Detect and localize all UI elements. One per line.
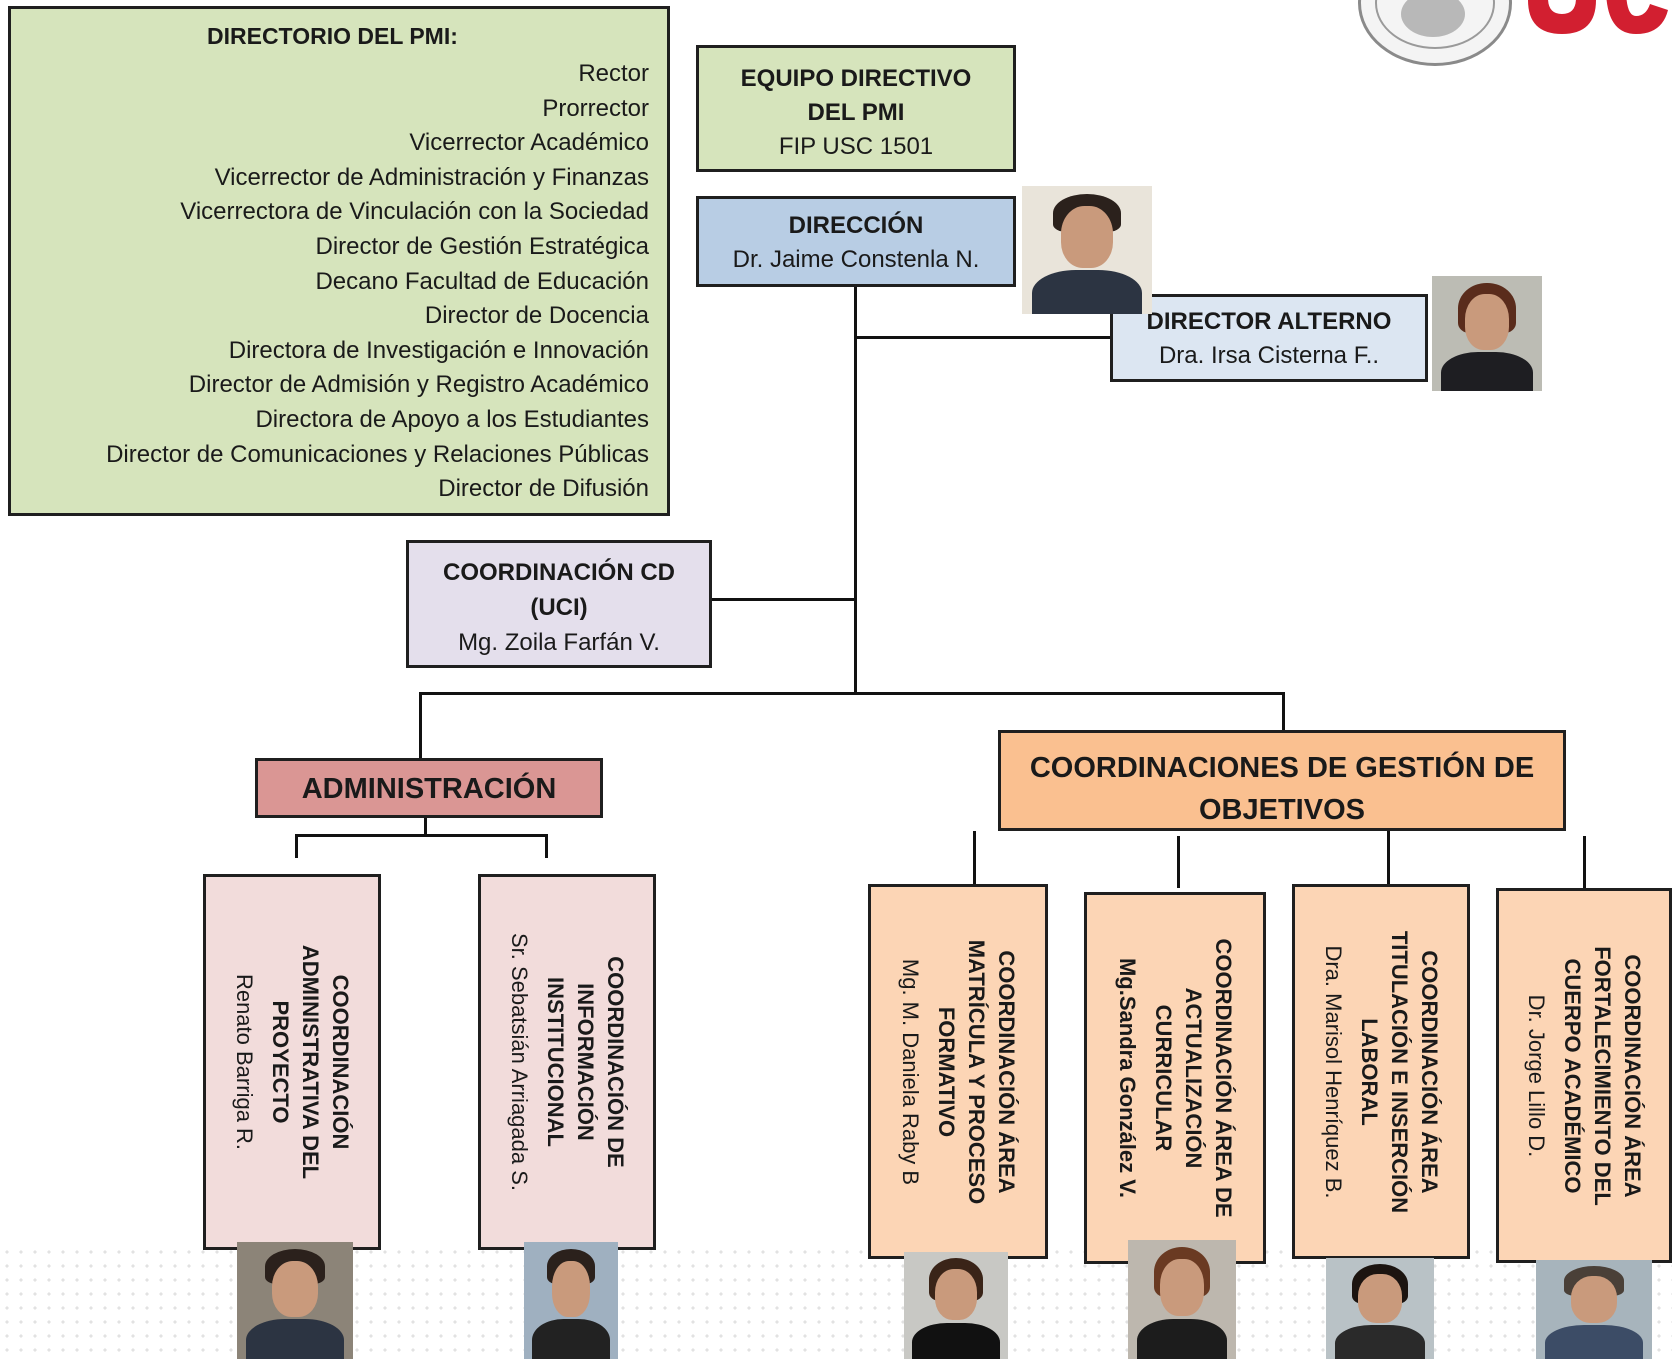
person-photo <box>904 1252 1008 1359</box>
connector <box>973 831 976 885</box>
connector <box>855 336 1112 339</box>
unit-title-line: COORDINACIÓN ÁREA <box>994 949 1019 1194</box>
unit-title-line: ACTUALIZACIÓN <box>1181 987 1206 1169</box>
connector <box>295 834 548 837</box>
equipo-title-line: DEL PMI <box>807 99 905 126</box>
unit-person-name: Mg.Sandra González V. <box>1115 957 1140 1199</box>
coordinacion-cd-subtitle: (UCI) <box>530 594 588 621</box>
equipo-title-line: EQUIPO DIRECTIVO <box>740 65 972 92</box>
unit-person-name: Dr. Jorge Lillo D. <box>1524 994 1549 1157</box>
person-photo <box>237 1242 353 1359</box>
directorio-member: Director de Docencia <box>424 302 649 330</box>
directorio-member: Vicerrectora de Vinculación con la Socie… <box>180 198 649 226</box>
unit-box-titulacion: COORDINACIÓN ÁREA TITULACIÓN E INSERCIÓN… <box>1292 884 1470 1259</box>
unit-title-line: COORDINACIÓN DE <box>603 956 628 1168</box>
unit-box-matricula: COORDINACIÓN ÁREA MATRÍCULA Y PROCESO FO… <box>868 884 1048 1259</box>
directorio-member: Vicerrector de Administración y Finanzas <box>214 163 649 191</box>
directorio-member: Director de Gestión Estratégica <box>315 232 649 260</box>
unit-box-informacion: COORDINACIÓN DE INFORMACIÓN INSTITUCIONA… <box>478 874 656 1250</box>
unit-title-line: CURRICULAR <box>1151 1004 1176 1152</box>
unit-text: COORDINACIÓN ÁREA FORTALECIMIENTO DEL CU… <box>1521 946 1647 1206</box>
unit-title-line: INSTITUCIONAL <box>543 977 568 1147</box>
connector <box>1282 692 1285 730</box>
directorio-member: Prorrector <box>542 94 649 122</box>
unit-box-curricular: COORDINACIÓN ÁREA DE ACTUALIZACIÓN CURRI… <box>1084 892 1266 1264</box>
connector <box>712 598 856 601</box>
connector <box>1177 836 1180 888</box>
unit-title-line: FORTALECIMIENTO DEL <box>1590 945 1615 1206</box>
unit-title-line: COORDINACIÓN ÁREA <box>1417 949 1442 1194</box>
unit-title-line: MATRÍCULA Y PROCESO <box>964 939 989 1204</box>
unit-title-line: COORDINACIÓN <box>328 974 353 1150</box>
unit-text: COORDINACIÓN ÁREA MATRÍCULA Y PROCESO FO… <box>895 939 1021 1203</box>
directorio-box: DIRECTORIO DEL PMI: Rector Prorrector Vi… <box>8 6 670 516</box>
administracion-title: ADMINISTRACIÓN <box>301 773 557 805</box>
directorio-title: DIRECTORIO DEL PMI: <box>207 23 458 49</box>
unit-title-line: COORDINACIÓN ÁREA <box>1620 953 1645 1198</box>
connector <box>1583 836 1586 888</box>
unit-title-line: COORDINACIÓN ÁREA DE <box>1211 938 1236 1218</box>
directorio-member: Director de Difusión <box>438 475 649 503</box>
director-alterno-box: DIRECTOR ALTERNO Dra. Irsa Cisterna F.. <box>1110 294 1428 382</box>
coordinacion-cd-box: COORDINACIÓN CD (UCI) Mg. Zoila Farfán V… <box>406 540 712 668</box>
cgo-title-line: COORDINACIONES DE GESTIÓN DE <box>1029 752 1535 784</box>
unit-person-name: Dra. Marisol Henríquez B. <box>1321 944 1346 1199</box>
unit-text: COORDINACIÓN ÁREA DE ACTUALIZACIÓN CURRI… <box>1112 938 1238 1217</box>
unit-title-line: ADMINISTRATIVA DEL <box>298 944 323 1180</box>
directorio-member: Director de Comunicaciones y Relaciones … <box>106 440 649 468</box>
connector <box>419 692 422 758</box>
connector <box>419 692 1285 695</box>
unit-title-line: INFORMACIÓN <box>573 983 598 1141</box>
directorio-member: Director de Admisión y Registro Académic… <box>188 371 649 399</box>
cgo-title-line: OBJETIVOS <box>1199 794 1365 826</box>
connector <box>854 287 857 693</box>
unit-box-administrativa: COORDINACIÓN ADMINISTRATIVA DEL PROYECTO… <box>203 874 381 1250</box>
directorio-member: Directora de Investigación e Innovación <box>228 336 649 364</box>
coordinacion-cd-title: COORDINACIÓN CD <box>443 559 675 586</box>
unit-text: COORDINACIÓN ADMINISTRATIVA DEL PROYECTO… <box>229 945 355 1179</box>
unit-title-line: PROYECTO <box>268 1000 293 1124</box>
person-photo <box>1326 1258 1434 1359</box>
unit-person-name: Sr. Sebatsián Arriagada S. <box>507 932 532 1192</box>
unit-person-name: Mg. M. Daniela Raby B <box>898 958 923 1185</box>
alterno-name: Dra. Irsa Cisterna F.. <box>1158 342 1380 369</box>
administracion-box: ADMINISTRACIÓN <box>255 758 603 818</box>
connector <box>545 834 548 858</box>
direccion-title: DIRECCIÓN <box>788 212 924 239</box>
unit-title-line: FORMATIVO <box>934 1006 959 1137</box>
unit-person-name: Renato Barriga R. <box>232 973 257 1151</box>
directorio-member: Rector <box>578 60 649 87</box>
director-photo <box>1022 186 1152 314</box>
person-photo <box>524 1242 618 1359</box>
unit-title-line: TITULACIÓN E INSERCIÓN <box>1387 930 1412 1213</box>
directorio-member: Directora de Apoyo a los Estudiantes <box>255 405 649 433</box>
person-photo <box>1128 1240 1236 1359</box>
connector <box>295 834 298 858</box>
alterno-title: DIRECTOR ALTERNO <box>1146 308 1392 335</box>
unit-box-fortalecimiento: COORDINACIÓN ÁREA FORTALECIMIENTO DEL CU… <box>1496 888 1672 1263</box>
person-photo <box>1536 1260 1652 1359</box>
directorio-member: Vicerrector Académico <box>409 129 649 157</box>
director-alterno-photo <box>1432 276 1542 391</box>
university-seal-logo <box>1358 0 1512 66</box>
unit-title-line: CUERPO ACADÉMICO <box>1560 957 1585 1194</box>
directorio-member-list: Rector Prorrector Vicerrector Académico … <box>11 57 649 507</box>
connector <box>1387 831 1390 885</box>
direccion-box: DIRECCIÓN Dr. Jaime Constenla N. <box>696 196 1016 287</box>
coordinacion-cd-name: Mg. Zoila Farfán V. <box>458 629 660 656</box>
unit-text: COORDINACIÓN DE INFORMACIÓN INSTITUCIONA… <box>504 933 630 1191</box>
connector <box>424 818 427 834</box>
unit-text: COORDINACIÓN ÁREA TITULACIÓN E INSERCIÓN… <box>1318 930 1444 1212</box>
uc-brand-logo <box>1528 0 1668 34</box>
directorio-member: Decano Facultad de Educación <box>315 267 649 295</box>
equipo-code: FIP USC 1501 <box>778 133 934 160</box>
equipo-directivo-box: EQUIPO DIRECTIVO DEL PMI FIP USC 1501 <box>696 45 1016 172</box>
coordinaciones-gestion-box: COORDINACIONES DE GESTIÓN DE OBJETIVOS <box>998 730 1566 831</box>
unit-title-line: LABORAL <box>1357 1017 1382 1126</box>
direccion-name: Dr. Jaime Constenla N. <box>732 246 980 273</box>
